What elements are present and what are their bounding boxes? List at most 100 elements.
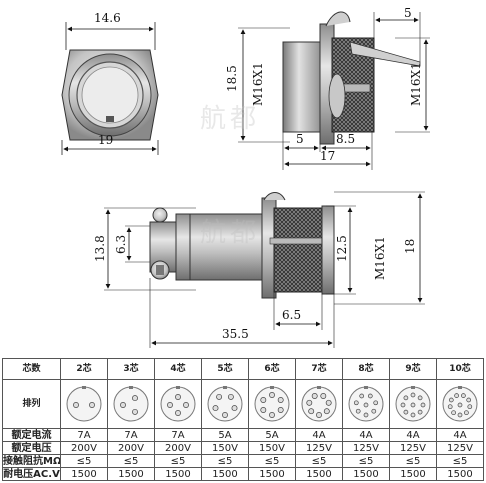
spec-value: 4A xyxy=(342,428,390,442)
header-cell: 8芯 xyxy=(342,358,390,380)
pin-hole xyxy=(467,404,473,410)
pin-layout-cell xyxy=(154,379,202,429)
header-cell: 2芯 xyxy=(60,358,108,380)
pin-hole xyxy=(457,402,463,408)
pin-hole xyxy=(167,402,173,408)
spec-value: 1500 xyxy=(436,467,484,481)
header-cell: 5芯 xyxy=(201,358,249,380)
spec-value: 150V xyxy=(201,441,249,455)
spec-value: 1500 xyxy=(295,467,343,481)
pin-hole xyxy=(367,393,373,399)
pin-hole xyxy=(73,402,79,408)
spec-value: 125V xyxy=(295,441,343,455)
spec-value: 1500 xyxy=(248,467,296,481)
spec-value: 200V xyxy=(107,441,155,455)
pin-hole xyxy=(308,408,315,415)
pin-hole xyxy=(447,404,453,410)
spec-value: 4A xyxy=(436,428,484,442)
front-view: 14.6 19 xyxy=(61,11,159,155)
pin-hole xyxy=(311,393,318,399)
spec-value: ≤5 xyxy=(60,454,108,468)
spec-value: ≤5 xyxy=(436,454,484,468)
spec-value: 1500 xyxy=(342,467,390,481)
arrangement-row: 排列 xyxy=(2,379,484,429)
pin-hole xyxy=(454,393,459,398)
pin-hole xyxy=(175,394,181,400)
pin-layout-cell xyxy=(342,379,390,429)
spec-value: 7A xyxy=(154,428,202,442)
dim-side-85: 8.5 xyxy=(336,132,355,146)
pin-hole xyxy=(260,407,267,413)
pin-hole xyxy=(277,407,284,413)
pin-hole xyxy=(320,393,327,399)
pin-hole xyxy=(403,395,409,401)
spec-value: 1500 xyxy=(107,467,155,481)
pin-hole xyxy=(461,393,466,398)
header-cell: 7芯 xyxy=(295,358,343,380)
spec-value: ≤5 xyxy=(342,454,390,468)
pin-hole xyxy=(464,410,469,416)
dim-side-17: 17 xyxy=(320,149,335,163)
pin-layout-icon xyxy=(113,386,149,422)
spec-value: 1500 xyxy=(389,467,437,481)
dim-plug-138: 13.8 xyxy=(93,235,107,262)
spec-value: ≤5 xyxy=(154,454,202,468)
spec-row: 接触阻抗MΩ≤5≤5≤5≤5≤5≤5≤5≤5≤5 xyxy=(2,454,484,468)
pin-hole xyxy=(325,399,332,406)
pin-hole xyxy=(132,408,138,415)
pin-hole xyxy=(269,412,275,418)
spec-value: ≤5 xyxy=(248,454,296,468)
pin-hole xyxy=(417,395,423,401)
pin-hole xyxy=(451,410,456,416)
pin-layout-icon xyxy=(442,386,478,422)
spec-value: 125V xyxy=(436,441,484,455)
pin-hole xyxy=(260,397,267,403)
spec-value: 1500 xyxy=(60,467,108,481)
pin-layout-cell xyxy=(389,379,437,429)
spec-value: 5A xyxy=(201,428,249,442)
spec-row-label: 额定电流 xyxy=(2,428,61,442)
spec-value: ≤5 xyxy=(389,454,437,468)
pin-hole xyxy=(400,402,406,408)
pin-hole xyxy=(323,408,330,415)
pin-hole xyxy=(363,412,369,418)
dim-plug-63: 6.3 xyxy=(114,235,128,254)
dim-side-5-bottom: 5 xyxy=(296,132,304,146)
spec-value: 4A xyxy=(295,428,343,442)
pin-layout-icon xyxy=(160,386,196,422)
dim-plug-355: 35.5 xyxy=(222,327,249,341)
pin-layout-icon xyxy=(301,386,337,422)
pin-hole xyxy=(132,395,138,402)
pin-hole xyxy=(410,392,416,398)
pin-hole xyxy=(355,408,361,414)
pin-layout-icon xyxy=(348,386,384,422)
spec-value: 4A xyxy=(389,428,437,442)
pin-hole xyxy=(417,409,423,415)
pin-layout-cell xyxy=(436,379,484,429)
side-view: 18.5 M16X1 5 M16X1 5 8.5 xyxy=(225,6,430,170)
pin-hole xyxy=(363,402,369,408)
dim-side-185: 18.5 xyxy=(225,65,239,92)
spec-row-label: 额定电压 xyxy=(2,441,61,455)
dim-plug-125: 12.5 xyxy=(335,235,349,262)
pin-hole xyxy=(371,408,377,414)
header-label: 芯数 xyxy=(2,358,61,380)
spec-value: 1500 xyxy=(201,467,249,481)
spec-value: 200V xyxy=(154,441,202,455)
pin-hole xyxy=(353,400,359,406)
dim-side-5-top: 5 xyxy=(404,6,412,20)
dim-side-thread-left: M16X1 xyxy=(251,62,265,106)
spec-value: 125V xyxy=(342,441,390,455)
dim-side-thread-right: M16X1 xyxy=(409,62,423,106)
header-cell: 10芯 xyxy=(436,358,484,380)
spec-row-label: 耐电压AC.V xyxy=(2,467,61,481)
pin-hole xyxy=(457,412,463,418)
pin-layout-cell xyxy=(248,379,296,429)
pin-layout-cell xyxy=(295,379,343,429)
spec-row-label: 接触阻抗MΩ xyxy=(2,454,61,468)
